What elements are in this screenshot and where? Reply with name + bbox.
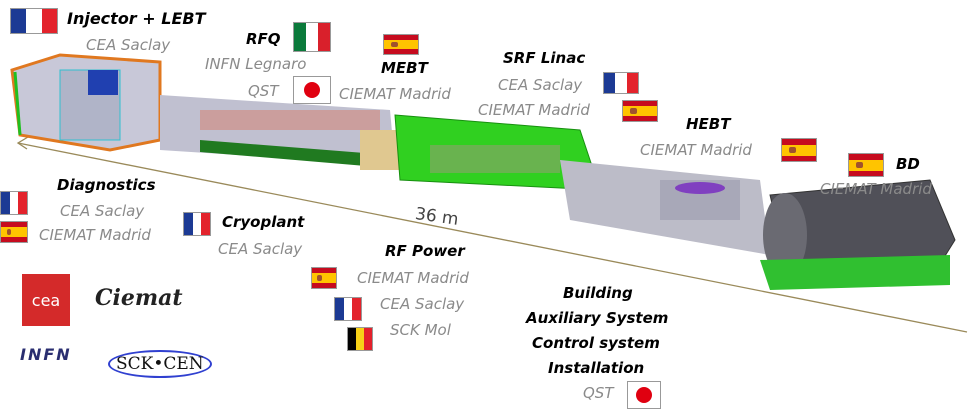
building-title: Building [563,284,633,302]
building-org: QST [583,384,614,402]
rfpower-org-sck: SCK Mol [390,321,451,339]
diagnostics-org-ciemat: CIEMAT Madrid [39,226,151,244]
control-title: Control system [532,334,660,352]
installation-title: Installation [548,359,645,377]
injector-title: Injector + LEBT [67,9,206,28]
srf-org-cea: CEA Saclay [498,76,583,94]
rfpower-org-cea: CEA Saclay [380,295,465,313]
france-flag-icon [10,8,58,34]
rfq-beamline-model [160,95,395,168]
srf-title: SRF Linac [503,49,586,67]
rfpower-org-ciemat: CIEMAT Madrid [357,269,469,287]
spain-flag-icon [0,221,28,243]
france-flag-icon [183,212,211,236]
srf-linac-model [360,114,601,191]
hebt-org: CIEMAT Madrid [640,141,752,159]
mebt-org: CIEMAT Madrid [339,85,451,103]
hebt-title: HEBT [686,115,731,133]
cryoplant-org: CEA Saclay [218,240,303,258]
infn-logo: INFN [20,345,72,364]
mebt-title: MEBT [381,59,428,77]
length-dimension-line [17,142,968,333]
rfq-title: RFQ [246,30,281,48]
spain-flag-icon [848,153,884,177]
france-flag-icon [603,72,639,94]
injector-org: CEA Saclay [86,36,171,54]
ciemat-logo: Ciemat [95,285,183,311]
cea-logo: cea [22,274,70,326]
france-flag-icon [0,191,28,215]
rfq-org-qst: QST [248,82,279,100]
bd-title: BD [896,155,920,173]
sck-cen-logo: SCK•CEN [108,350,212,378]
rfpower-title: RF Power [385,242,465,260]
cryoplant-title: Cryoplant [222,213,305,231]
japan-flag-icon [293,76,331,104]
spain-flag-icon [622,100,658,122]
belgium-flag-icon [347,327,373,351]
spain-flag-icon [311,267,337,289]
srf-org-ciemat: CIEMAT Madrid [478,101,590,119]
rfq-org-infn: INFN Legnaro [205,55,307,73]
france-flag-icon [334,297,362,321]
diagnostics-org-cea: CEA Saclay [60,202,145,220]
dimension-arrow-icon [16,136,29,150]
japan-flag-icon [627,381,661,409]
italy-flag-icon [293,22,331,52]
diagnostics-title: Diagnostics [57,176,156,194]
hebt-model [560,160,770,255]
spain-flag-icon [383,34,419,55]
injector-model [10,53,162,152]
spain-flag-icon [781,138,817,162]
bd-org: CIEMAT Madrid [820,180,932,198]
beam-dump-model [760,179,956,290]
auxiliary-title: Auxiliary System [526,309,669,327]
